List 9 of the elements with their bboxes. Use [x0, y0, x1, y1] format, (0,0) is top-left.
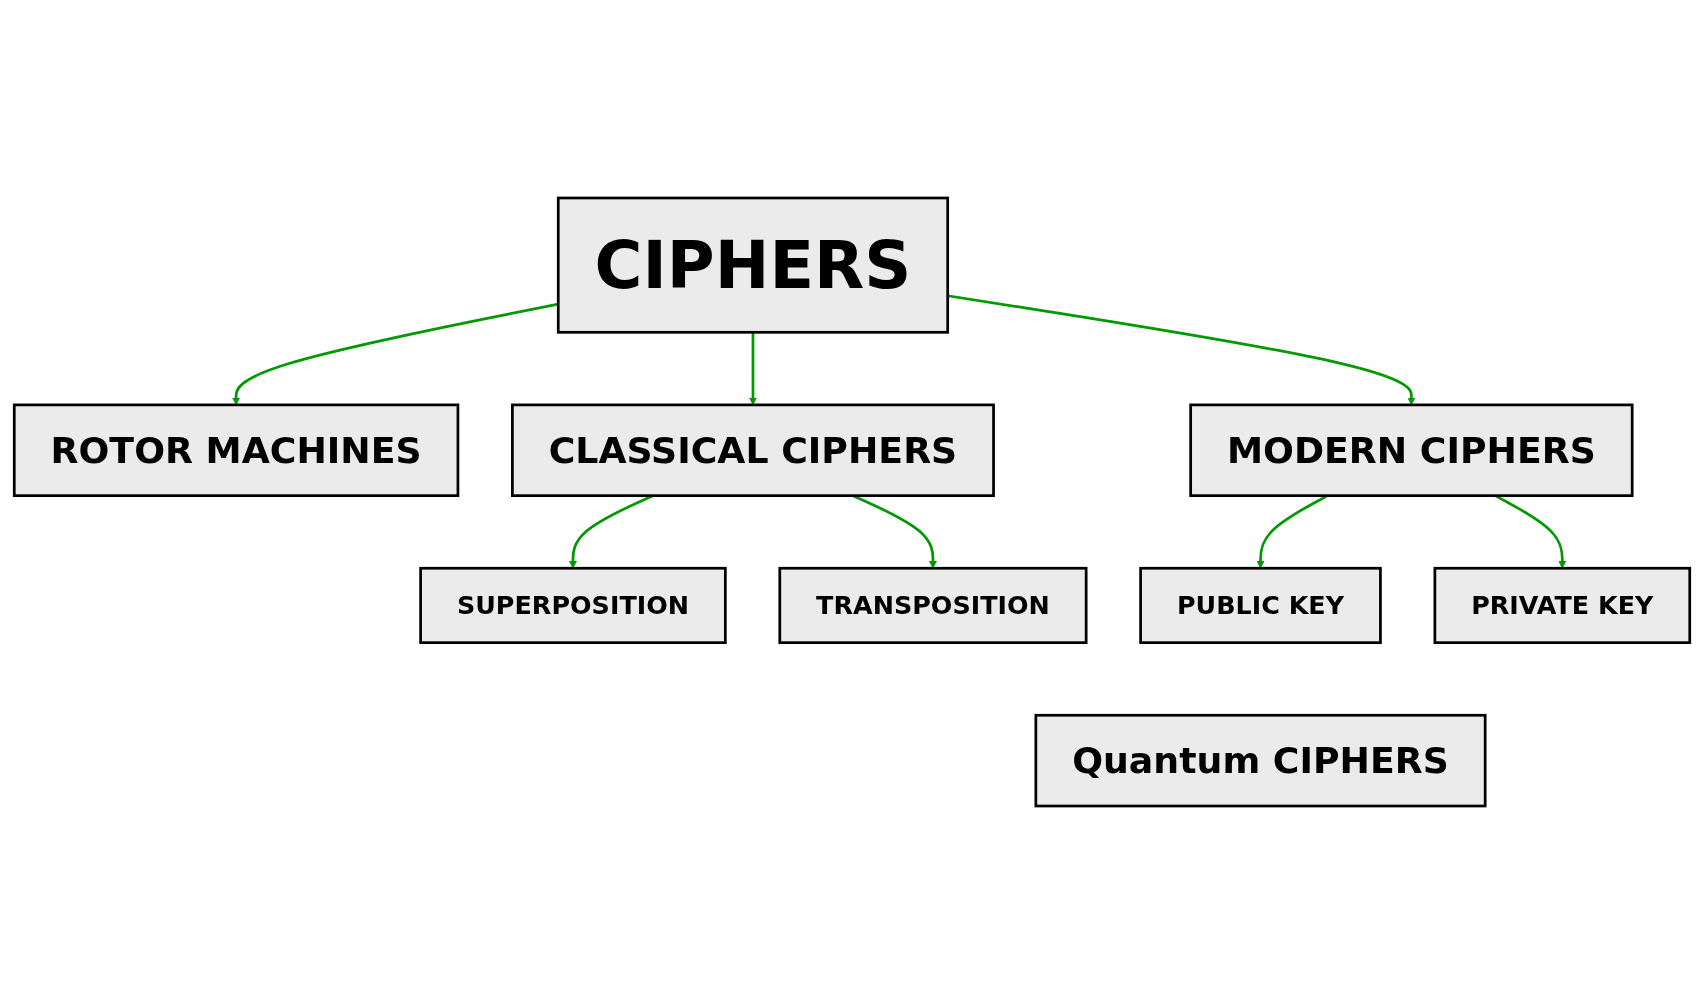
node-box: SUPERPOSITION — [419, 566, 727, 644]
node-box: PUBLIC KEY — [1139, 566, 1382, 644]
node-box: Quantum CIPHERS — [1034, 713, 1487, 808]
node-box: PRIVATE KEY — [1433, 566, 1692, 644]
node-box: TRANSPOSITION — [778, 566, 1088, 644]
node-box: CIPHERS — [556, 196, 950, 334]
node-box: CLASSICAL CIPHERS — [511, 403, 995, 497]
node-box: ROTOR MACHINES — [12, 403, 460, 497]
node-box: MODERN CIPHERS — [1189, 403, 1634, 497]
